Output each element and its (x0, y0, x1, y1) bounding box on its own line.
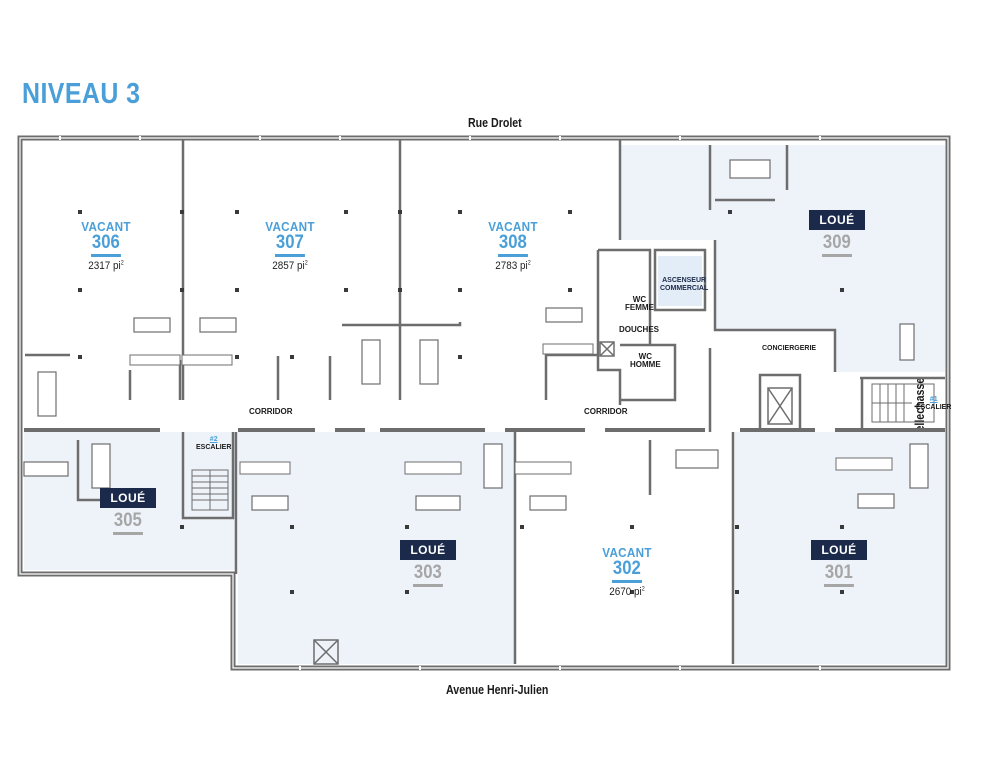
unit-number: 309 (822, 233, 852, 257)
street-label-south: Avenue Henri-Julien (446, 683, 549, 697)
corridor-label-west: CORRIDOR (249, 407, 293, 416)
unit-number: 303 (413, 563, 443, 587)
unit-area: 2317 pi2 (88, 260, 124, 272)
unit-308[interactable]: VACANT 308 2783 pi2 (458, 219, 568, 272)
unit-number: 306 (91, 233, 121, 257)
unit-number: 307 (275, 233, 305, 257)
unit-301[interactable]: LOUÉ 301 (784, 540, 894, 587)
leased-badge: LOUÉ (811, 540, 867, 560)
stair-1-label: #1 ESCALIER (916, 396, 952, 411)
unit-status: VACANT (81, 219, 131, 234)
stair-2-label: #2 ESCALIER (196, 436, 232, 451)
unit-status: VACANT (488, 219, 538, 234)
unit-status: VACANT (602, 545, 652, 560)
unit-309[interactable]: LOUÉ 309 (782, 210, 892, 257)
corridor-label-east: CORRIDOR (584, 407, 628, 416)
unit-area: 2857 pi2 (272, 260, 308, 272)
unit-number: 301 (824, 563, 854, 587)
conciergerie-label: CONCIERGERIE (762, 345, 817, 352)
unit-309-area (620, 145, 945, 372)
interior-walls (25, 140, 945, 432)
unit-302[interactable]: VACANT 302 2670 pi2 (572, 545, 682, 598)
douches-label: DOUCHES (619, 325, 660, 334)
unit-area: 2670 pi2 (609, 586, 645, 598)
furniture-tables (23, 159, 929, 511)
leased-areas (24, 145, 945, 664)
unit-status: VACANT (265, 219, 315, 234)
leased-badge: LOUÉ (809, 210, 865, 230)
floor-title: NIVEAU 3 (22, 78, 141, 110)
columns (78, 210, 844, 594)
leased-badge: LOUÉ (400, 540, 456, 560)
unit-number: 305 (113, 511, 143, 535)
unit-area: 2783 pi2 (495, 260, 531, 272)
unit-number: 308 (498, 233, 528, 257)
unit-307[interactable]: VACANT 307 2857 pi2 (235, 219, 345, 272)
unit-306[interactable]: VACANT 306 2317 pi2 (51, 219, 161, 272)
unit-303[interactable]: LOUÉ 303 (373, 540, 483, 587)
stairwell-2 (191, 469, 229, 511)
street-label-north: Rue Drolet (468, 116, 522, 130)
unit-number: 302 (612, 559, 642, 583)
unit-305[interactable]: LOUÉ 305 (73, 488, 183, 535)
leased-badge: LOUÉ (100, 488, 156, 508)
stairwell-1 (871, 383, 935, 423)
